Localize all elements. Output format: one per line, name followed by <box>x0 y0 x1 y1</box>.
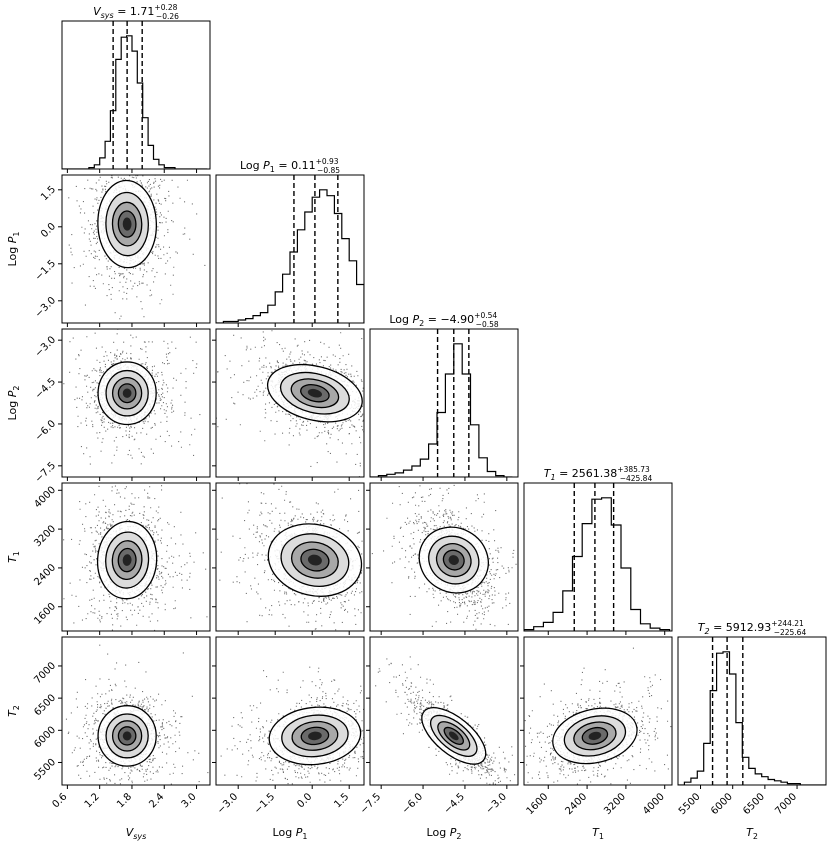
axes-frame <box>61 20 211 170</box>
x-tick-label: −6.0 <box>400 791 425 816</box>
ylabel-T2: T2 <box>6 705 21 717</box>
x-tick-label: 3200 <box>602 791 628 817</box>
hist-Vsys: Vsys = 1.71+0.28−0.26 <box>61 3 211 173</box>
x-tick-label: 7000 <box>773 791 799 817</box>
axes-frame <box>677 636 827 786</box>
y-tick-label: 5500 <box>32 757 58 783</box>
xlabel-T1: T1 <box>592 826 604 841</box>
x-tick-label: 1.2 <box>83 791 102 810</box>
title-T1: T1 = 2561.38+385.73−425.84 <box>544 465 653 483</box>
ylabel-LogP1: Log P1 <box>6 232 21 267</box>
axes-frame <box>61 482 211 632</box>
y-tick-label: 0.0 <box>39 221 58 240</box>
y-tick-label: 6500 <box>32 692 58 718</box>
svg-text:T2 = 5912.93+244.21−225.64: T2 = 5912.93+244.21−225.64 <box>698 619 807 637</box>
ylabel-T1: T1 <box>6 551 21 563</box>
y-tick-label: 4000 <box>32 485 58 511</box>
y-tick-label: 6000 <box>32 725 58 751</box>
axes-frame <box>523 482 673 632</box>
axes-frame <box>61 328 211 478</box>
axes-frame <box>369 636 519 786</box>
scatter-LogP1-LogP2 <box>212 328 365 481</box>
histogram-step <box>678 651 826 785</box>
density-contour <box>122 554 132 566</box>
y-tick-label: 1.5 <box>39 184 58 203</box>
x-tick-label: 5500 <box>677 791 703 817</box>
axes-frame <box>215 482 365 632</box>
x-tick-label: 1.8 <box>115 791 134 810</box>
x-tick-label: 2.4 <box>147 791 166 810</box>
axes-frame <box>61 174 211 324</box>
title-LogP1: Log P1 = 0.11+0.93−0.85 <box>240 157 340 175</box>
x-tick-label: 6500 <box>741 791 767 817</box>
axes-frame <box>215 328 365 478</box>
histogram-step <box>370 343 513 477</box>
scatter-LogP2-T1 <box>366 482 519 635</box>
x-tick-label: 0.6 <box>50 791 69 810</box>
x-tick-label: −3.0 <box>484 791 509 816</box>
density-contour <box>122 217 132 231</box>
svg-text:T1 = 2561.38+385.73−425.84: T1 = 2561.38+385.73−425.84 <box>544 465 653 483</box>
scatter-LogP1-T2: −3.0 −1.5 0.0 1.5 <box>212 636 365 816</box>
y-tick-label: −1.5 <box>33 258 58 283</box>
hist-LogP1: Log P1 = 0.11+0.93−0.85 <box>215 157 365 327</box>
svg-text:Log P1 = 0.11+0.93−0.85: Log P1 = 0.11+0.93−0.85 <box>240 157 340 175</box>
axes-frame <box>369 328 519 478</box>
title-T2: T2 = 5912.93+244.21−225.64 <box>698 619 807 637</box>
x-tick-label: 4000 <box>641 791 667 817</box>
y-tick-label: 7000 <box>32 660 58 686</box>
axes-frame <box>61 636 211 786</box>
xlabel-Vsys: Vsys <box>126 826 147 841</box>
axes-frame <box>523 636 673 786</box>
histogram-step <box>524 497 671 631</box>
density-contour <box>588 731 602 741</box>
y-tick-label: 2400 <box>32 562 58 588</box>
hist-LogP2: Log P2 = −4.90+0.54−0.58 <box>369 311 519 481</box>
axes-frame <box>369 482 519 632</box>
x-tick-label: 2400 <box>563 791 589 817</box>
y-tick-label: −3.0 <box>33 295 58 320</box>
density-contour <box>307 554 322 566</box>
x-tick-label: −4.5 <box>442 791 467 816</box>
x-tick-label: −3.0 <box>215 791 240 816</box>
y-tick-label: 1600 <box>32 601 58 627</box>
x-tick-label: 6000 <box>709 791 735 817</box>
density-contour <box>122 731 132 741</box>
ylabel-LogP2: Log P2 <box>6 386 21 421</box>
y-tick-label: −7.5 <box>33 460 58 485</box>
title-Vsys: Vsys = 1.71+0.28−0.26 <box>93 3 179 21</box>
title-LogP2: Log P2 = −4.90+0.54−0.58 <box>389 311 499 329</box>
svg-text:Vsys = 1.71+0.28−0.26: Vsys = 1.71+0.28−0.26 <box>93 3 179 21</box>
xlabel-LogP2: Log P2 <box>427 826 462 841</box>
density-contour <box>448 555 459 566</box>
density-contour <box>122 388 132 398</box>
density-contour <box>307 388 323 398</box>
x-tick-label: −7.5 <box>358 791 383 816</box>
x-tick-label: −1.5 <box>252 791 277 816</box>
scatter-LogP1-T1 <box>212 482 365 635</box>
y-tick-label: −6.0 <box>33 418 58 443</box>
xlabel-LogP1: Log P1 <box>273 826 308 841</box>
y-tick-label: −4.5 <box>33 376 58 401</box>
axes-frame <box>215 174 365 324</box>
histogram-step <box>62 35 208 169</box>
scatter-Vsys-T2: 0.6 1.2 1.8 2.4 3.0 5500 6000 6500 7000 <box>32 636 211 810</box>
x-tick-label: 1.5 <box>332 791 351 810</box>
x-tick-label: 1600 <box>525 791 551 817</box>
scatter-Vsys-LogP2: −7.5 −6.0 −4.5 −3.0 <box>33 328 211 485</box>
y-tick-label: 3200 <box>32 523 58 549</box>
scatter-Vsys-T1: 1600 2400 3200 4000 <box>32 482 211 635</box>
x-tick-label: 0.0 <box>295 791 314 810</box>
hist-T1: T1 = 2561.38+385.73−425.84 <box>523 465 673 635</box>
x-tick-label: 3.0 <box>180 791 199 810</box>
axes-frame <box>215 636 365 786</box>
y-tick-label: −3.0 <box>33 335 58 360</box>
xlabel-T2: T2 <box>746 826 758 841</box>
density-contour <box>308 731 322 741</box>
svg-text:Log P2 = −4.90+0.54−0.58: Log P2 = −4.90+0.54−0.58 <box>389 311 499 329</box>
density-contour <box>448 731 459 741</box>
